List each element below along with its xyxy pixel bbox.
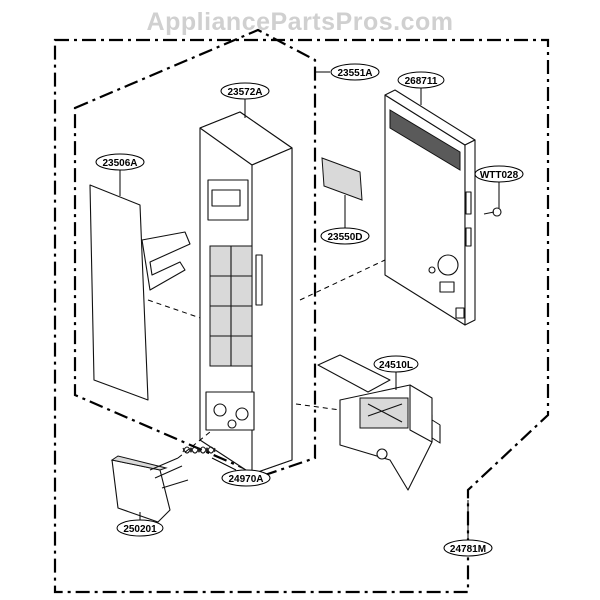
callout-label: 23572A (227, 87, 262, 98)
part-door-lever (295, 354, 433, 491)
callout-24510L: 24510L (373, 355, 419, 373)
watermark-text: AppliancePartsPros.com (146, 8, 454, 36)
callout-label: 250201 (123, 524, 157, 535)
inner-assembly-border (73, 28, 317, 478)
part-screw (483, 207, 502, 217)
callout-24781M: 24781M (443, 539, 493, 557)
callout-label: WTT028 (480, 170, 519, 181)
part-button (110, 431, 211, 523)
callout-label: 23506A (102, 158, 137, 169)
part-control-panel-frame (199, 111, 293, 475)
callout-label: 24970A (228, 474, 263, 485)
part-spring (182, 446, 216, 454)
part-membrane-keypad (89, 184, 213, 401)
callout-24970A: 24970A (221, 469, 271, 487)
callout-23506A: 23506A (95, 153, 145, 171)
callout-23572A: 23572A (220, 82, 270, 100)
callout-23550D: 23550D (320, 227, 370, 245)
callout-23551A: 23551A (330, 63, 380, 81)
callout-label: 23551A (337, 68, 372, 79)
callout-label: 24781M (450, 544, 486, 555)
outer-assembly-border (53, 38, 550, 594)
callout-label: 268711 (405, 76, 438, 87)
callout-label: 24510L (379, 360, 413, 371)
part-display-window (321, 157, 363, 201)
part-pcb-assembly (299, 89, 476, 444)
callout-label: 23550D (327, 232, 362, 243)
leader-24970A (211, 457, 237, 471)
callout-WTT028: WTT028 (474, 165, 524, 183)
callout-250201: 250201 (116, 519, 164, 537)
callout-268711: 268711 (397, 71, 445, 89)
